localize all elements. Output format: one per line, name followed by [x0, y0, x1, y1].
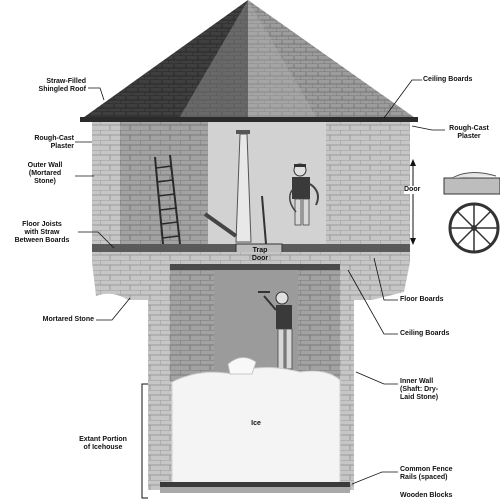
label-outer-wall: Outer Wall (Mortared Stone): [27, 162, 63, 185]
label-ceiling-boards-lower: Ceiling Boards: [400, 330, 450, 337]
label-mortared-stone: Mortared Stone: [42, 316, 94, 323]
label-floor-joists: Floor Joists with Straw Between Boards: [14, 221, 70, 244]
leader-ceiling-lower: [347, 269, 398, 335]
roof-ridge-highlight: [178, 0, 318, 120]
ice-saw: [235, 130, 252, 243]
mortared-stone-right: [354, 262, 410, 300]
upper-house: [92, 122, 416, 267]
label-wooden-blocks: Wooden Blocks: [400, 492, 453, 499]
leader-mortared-stone: [96, 297, 131, 321]
tool-pole: [261, 195, 267, 245]
ice-cart: [443, 172, 500, 254]
label-door: Door: [404, 186, 434, 194]
roof-right-face: [248, 0, 418, 120]
ice-shaft: [148, 262, 354, 493]
label-ice: Ice: [251, 420, 261, 427]
label-ceiling-boards-top: Ceiling Boards: [423, 76, 473, 83]
leader-lines: [75, 79, 445, 485]
fence-rails: [160, 482, 350, 487]
leader-floor-joists: [78, 231, 115, 249]
wooden-blocks: [160, 487, 350, 493]
leader-inner-wall: [355, 371, 398, 385]
ladder: [154, 154, 181, 245]
trap-door-lid: [203, 212, 238, 238]
label-rough-cast-right: Rough-Cast Plaster: [449, 125, 489, 140]
label-rough-cast-left: Rough-Cast Plaster: [34, 135, 74, 150]
extant-bracket: [141, 383, 148, 499]
mortared-stone-left: [92, 262, 150, 300]
worker-lower: [258, 291, 293, 370]
label-fence-rails: Common Fence Rails (spaced): [400, 466, 453, 481]
leader-straw-roof: [88, 87, 105, 101]
door: [410, 159, 416, 245]
ceiling-boards-top: [80, 117, 418, 122]
worker-upper: [289, 163, 319, 226]
leader-rough-cast-right: [411, 125, 445, 131]
label-straw-roof: Straw-Filled Shingled Roof: [38, 78, 86, 93]
label-trap-door: Trap Door: [251, 247, 269, 262]
label-extant-portion: Extant Portion of Icehouse: [79, 436, 127, 451]
ice-block: [227, 357, 257, 375]
roof: [80, 0, 418, 122]
floor-boards: [92, 252, 410, 262]
roof-left-face: [80, 0, 248, 120]
ceiling-boards-lower: [170, 264, 340, 270]
leader-ceiling-top: [383, 79, 422, 119]
leader-fence-rails: [351, 471, 398, 485]
leader-floor-boards: [373, 257, 398, 301]
label-inner-wall: Inner Wall (Shaft: Dry- Laid Stone): [400, 378, 439, 401]
interior-right-wall: [326, 122, 382, 248]
label-floor-boards: Floor Boards: [400, 296, 444, 303]
interior-left-wall: [120, 122, 208, 248]
ice-mass: [171, 366, 341, 485]
